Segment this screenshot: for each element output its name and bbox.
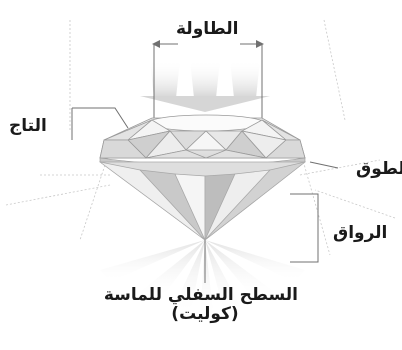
incoming-light-beams (140, 60, 270, 112)
label-crown: التاج (9, 117, 47, 136)
label-culet: السطح السفلي للماسة (كوليت) (112, 286, 298, 323)
label-pavilion: الرواق (333, 224, 387, 243)
label-girdle: الطوق (356, 160, 402, 179)
table-arrow-left (152, 40, 160, 48)
diamond-pavilion (100, 162, 305, 240)
label-culet-line2: (كوليت) (112, 305, 298, 324)
label-culet-line1: السطح السفلي للماسة (112, 286, 298, 305)
diamond-crown (100, 115, 305, 158)
table-arrow-right (256, 40, 264, 48)
label-table: الطاولة (176, 20, 238, 39)
